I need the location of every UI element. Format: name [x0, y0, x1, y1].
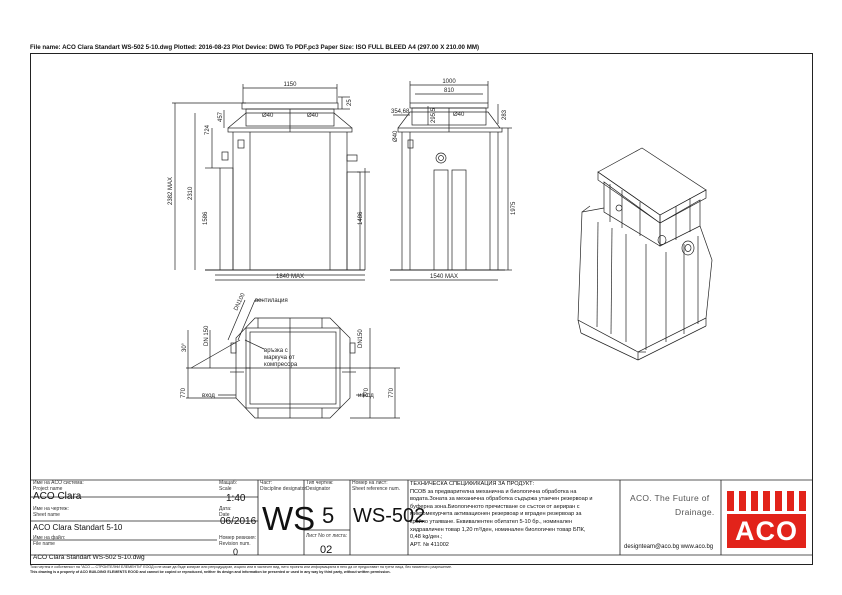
- dim-1486: 1486: [358, 211, 364, 225]
- plan-hose-1: връзка с: [264, 348, 288, 354]
- dim-295: 295,5: [431, 107, 437, 123]
- dim-25: 25: [347, 99, 353, 106]
- plan-outlet: изход: [358, 393, 374, 399]
- spec-line: хидравличен товар 1,20 m³/ден, номинален…: [410, 526, 586, 533]
- plan-inlet: вход: [202, 393, 215, 399]
- type-value: 5: [322, 503, 335, 528]
- plan-dn150-b: DN150: [358, 329, 364, 348]
- spec-line: ПСОВ за предварителна механична и биолог…: [410, 488, 577, 495]
- front-view: [172, 84, 370, 281]
- brand-slogan-1: ACO. The Future of: [630, 493, 710, 503]
- plan-dn150-a: DN 150: [204, 325, 210, 346]
- sheet-label: Име на чертеж:Sheet name: [33, 506, 69, 518]
- dim-810: 810: [444, 88, 455, 94]
- dim-1000: 1000: [442, 79, 456, 85]
- plan-ventilation: вентилация: [255, 298, 288, 304]
- plan-hose-3: компресора: [264, 362, 298, 368]
- brand-slogan-2: Drainage.: [675, 507, 715, 517]
- part-label: Част:Discipline designator: [260, 480, 307, 492]
- plot-header: File name: ACO Clara Standart WS-502 5-1…: [30, 44, 480, 51]
- scale-label: Мащаб:Scale: [219, 480, 238, 492]
- date-value: 06/2016: [220, 516, 257, 527]
- dim-2310: 2310: [188, 186, 194, 200]
- titleblock-lines: [30, 479, 813, 556]
- copyright-en: This drawing is a property of ACO BUILDI…: [30, 569, 391, 574]
- dim-1586: 1586: [203, 211, 209, 225]
- spec-title: ТЕХНИЧЕСКА СПЕЦИФИКАЦИЯ ЗА ПРОДУКТ:: [410, 481, 535, 487]
- scale-value: 1:40: [226, 493, 246, 504]
- side-view: [390, 81, 512, 281]
- dim-d40-side-b: Ø40: [393, 130, 399, 142]
- dim-1540: 1540 MAX: [430, 274, 458, 280]
- revision-label: Номер ревизия:Revision num.: [219, 535, 256, 547]
- dim-d40-b: Ø40: [307, 113, 319, 119]
- spec-line: 0,48 kg/ден.;: [410, 534, 443, 541]
- plan-770-a: 770: [181, 387, 187, 398]
- logo-text: ACO: [727, 514, 806, 548]
- spec-line: микромехурчета активационен резервоар и …: [410, 511, 582, 518]
- dim-d40-side: Ø40: [453, 112, 465, 118]
- plan-770-b: 770: [364, 387, 370, 398]
- dim-d40-a: Ø40: [262, 113, 274, 119]
- spec-line: АРТ. № 411002: [410, 541, 449, 548]
- dim-724: 724: [205, 124, 211, 135]
- copyright-bg: Този чертеж е собственост на "ACO — СТРО…: [30, 565, 452, 569]
- copyright-notice: Този чертеж е собственост на "ACO — СТРО…: [30, 565, 452, 574]
- spec-line: буферна зона.Биологичното пречистване се…: [410, 503, 580, 510]
- plan-dn100: DN100: [233, 292, 247, 312]
- sheets-value: 02: [320, 544, 333, 556]
- plan-angle: 30°: [182, 342, 188, 352]
- sheets-label: Лист No от листа:: [306, 533, 347, 539]
- plan-770-c: 770: [389, 387, 395, 398]
- dim-354: 354,68: [391, 109, 410, 115]
- isometric-view: [577, 147, 713, 361]
- brand-contact: designteam@aco.bg www.aco.bg: [624, 544, 714, 550]
- dim-1840: 1840 MAX: [276, 274, 304, 280]
- number-label: Номер на лист:Sheet reference num.: [352, 480, 401, 492]
- spec-line: водата.Зоната за механична обработка съд…: [410, 496, 593, 503]
- dim-283: 283: [502, 109, 508, 120]
- system-value: ACO Clara: [33, 491, 82, 502]
- file-value: ACO Clara Standart WS-502 5-10.dwg: [33, 554, 145, 561]
- spec-line: крайно утаяване. Еквивалентен обитател 5…: [410, 518, 573, 525]
- date-label: Дата:Date: [219, 506, 232, 518]
- dim-457: 457: [218, 111, 224, 122]
- number-value: WS-502: [353, 505, 426, 527]
- drawing-frame: [30, 53, 813, 565]
- type-label: Тип чертеж:Designator: [306, 480, 334, 492]
- technical-specification: ТЕХНИЧЕСКА СПЕЦИФИКАЦИЯ ЗА ПРОДУКТ: ПСОВ…: [410, 481, 618, 549]
- plan-hose-2: маркуча от: [264, 355, 295, 361]
- dim-1150: 1150: [284, 82, 298, 88]
- sheet-value: ACO Clara Standart 5-10: [33, 523, 123, 532]
- part-value: WS: [262, 500, 316, 537]
- system-label: Име на ACO система:Project name: [33, 480, 84, 492]
- aco-logo: ACO: [727, 491, 809, 548]
- revision-value: 0: [233, 547, 239, 557]
- dim-1975: 1975: [511, 201, 517, 215]
- file-label: Име на файл:File name: [33, 535, 66, 547]
- dim-2382: 2382 MAX: [168, 177, 174, 205]
- plan-view: [186, 299, 400, 419]
